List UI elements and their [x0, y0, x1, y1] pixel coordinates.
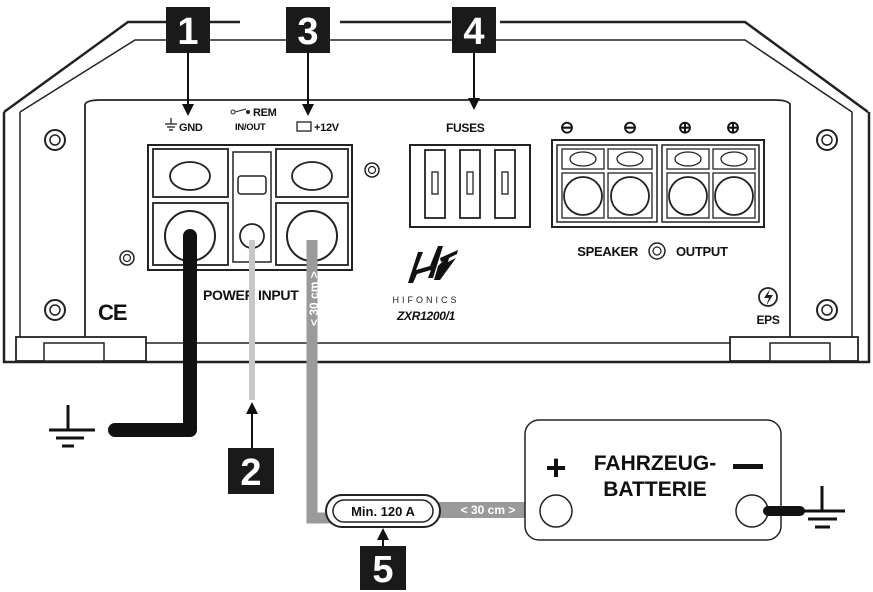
minus-polarity-icon: ⊖ — [560, 118, 574, 137]
battery-small-icon — [296, 121, 312, 132]
plus-polarity-icon: ⊕ — [726, 118, 740, 137]
callout-3-number: 3 — [297, 11, 318, 53]
arrow-up-icon — [377, 528, 389, 540]
arrow-down-icon — [468, 98, 480, 110]
callout-1 — [166, 7, 210, 53]
ce-mark: CE — [98, 300, 127, 325]
rem-sub-label: IN/OUT — [235, 122, 266, 133]
screw-icon — [119, 250, 135, 266]
fuse-block — [409, 144, 531, 228]
callout-5 — [360, 546, 406, 590]
amplifier-housing — [2, 20, 871, 364]
battery-plus-icon: + — [545, 447, 566, 488]
ground-wire — [108, 229, 197, 437]
switch-icon — [230, 108, 250, 115]
fuse-icon — [459, 149, 481, 219]
fuse-icon — [424, 149, 446, 219]
screw-icon — [44, 129, 66, 151]
ground-symbol-icon — [165, 118, 177, 131]
arrow-down-icon — [302, 104, 314, 116]
arrow-down-icon — [182, 104, 194, 116]
ground-symbol-icon — [49, 405, 95, 448]
callout-2 — [228, 448, 274, 494]
rem-label: REM — [253, 107, 277, 119]
length-label-vertical: < 30 cm > — [307, 271, 321, 326]
output-label: OUTPUT — [676, 244, 728, 259]
screw-icon — [364, 162, 380, 178]
callout-3 — [286, 7, 330, 53]
gnd-label: GND — [179, 122, 203, 134]
screw-icon — [816, 129, 838, 151]
battery-label-line2: BATTERIE — [603, 478, 706, 501]
fuses-label: FUSES — [446, 121, 485, 135]
ground-symbol-icon — [800, 486, 845, 529]
length-label-horizontal: < 30 cm > — [461, 503, 516, 517]
callout-4-number: 4 — [463, 11, 484, 53]
fuse-icon — [494, 149, 516, 219]
callout-2-number: 2 — [240, 452, 261, 494]
minus-polarity-icon: ⊖ — [623, 118, 637, 137]
screw-icon — [648, 242, 666, 260]
hifonics-logo-icon — [408, 246, 458, 283]
screw-icon — [44, 299, 66, 321]
model-name: ZXR1200/1 — [396, 309, 456, 323]
battery-minus-icon — [733, 464, 763, 469]
battery-label-line1: FAHRZEUG- — [594, 452, 717, 475]
lightning-icon — [758, 287, 778, 307]
inline-fuse-holder — [325, 494, 441, 528]
screw-icon — [816, 299, 838, 321]
brand-name: HIFONICS — [392, 295, 459, 305]
eps-label: EPS — [756, 313, 779, 327]
arrow-up-icon — [246, 402, 258, 414]
vehicle-battery — [524, 419, 782, 541]
callout-4 — [452, 7, 496, 53]
speaker-label: SPEAKER — [577, 244, 639, 259]
callout-5-number: 5 — [372, 549, 393, 591]
fuse-rating-label: Min. 120 A — [351, 504, 415, 519]
speaker-terminal-block — [551, 139, 765, 228]
power-terminal-block — [147, 144, 353, 271]
plus12v-label: +12V — [314, 122, 340, 134]
plus-polarity-icon: ⊕ — [678, 118, 692, 137]
callout-1-number: 1 — [177, 11, 198, 53]
